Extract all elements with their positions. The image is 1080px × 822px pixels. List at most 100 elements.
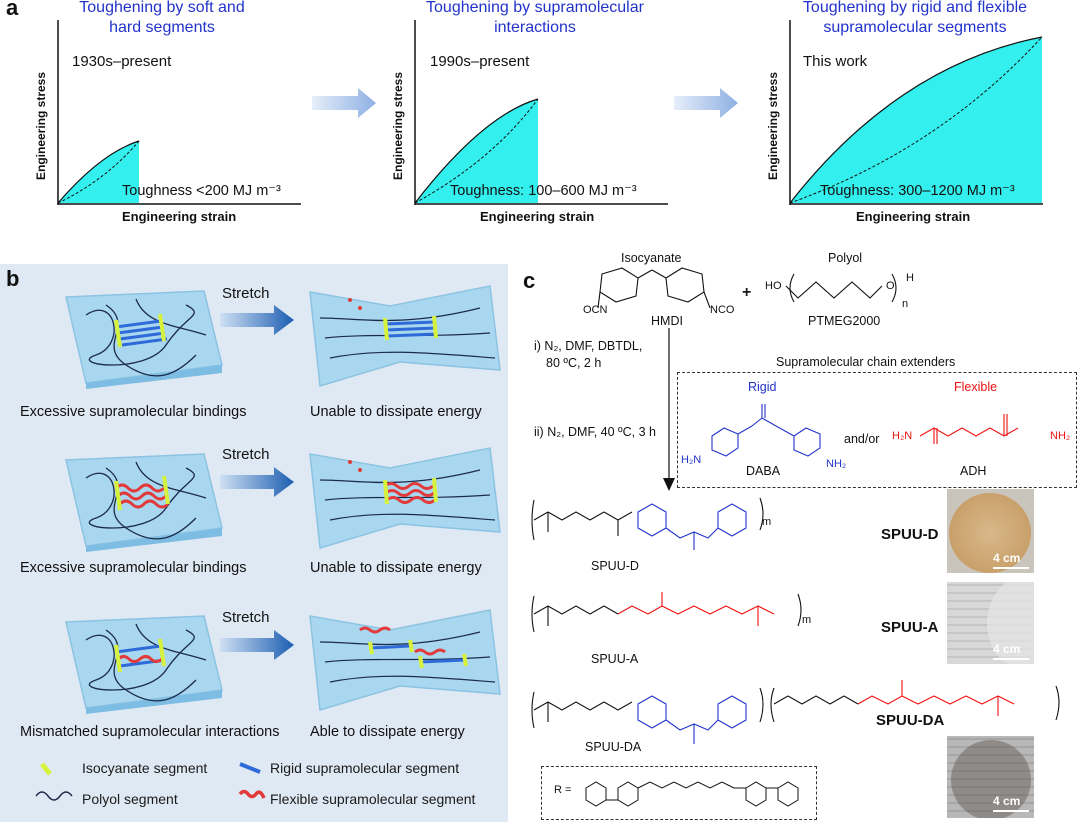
panel-a-arrow-2	[674, 88, 738, 118]
r-group-box	[541, 766, 817, 820]
chart2-ylabel: Engineering stress	[391, 71, 405, 180]
panel-b-letter: b	[6, 266, 20, 291]
daba-structure	[711, 404, 821, 457]
ptmeg-n-label: n	[902, 298, 909, 310]
reaction-arrow	[663, 328, 675, 491]
ptmeg-label: PTMEG2000	[808, 314, 881, 328]
adh-h2n-label: H₂N	[892, 430, 913, 442]
chart1-dashed-curve	[57, 140, 140, 204]
chart1-curve	[57, 140, 140, 204]
b-row2-stretch-arrow	[220, 467, 294, 497]
spuu-d-photo-label: SPUU-D	[881, 526, 939, 543]
chart1-title: Toughening by soft and hard segments	[79, 0, 245, 36]
spuu-da-structure	[531, 680, 1060, 744]
spuu-da-photo: 4 cm	[947, 736, 1034, 818]
b-row2-stretched-film	[309, 447, 501, 549]
b-row1-right-caption: Unable to dissipate energy	[310, 404, 482, 420]
chart3-curve	[789, 36, 1043, 204]
spuu-d-structure	[531, 497, 764, 550]
spuu-da-product-label: SPUU-DA	[585, 740, 642, 754]
chart2-xlabel: Engineering strain	[480, 209, 595, 224]
ptmeg-o-label: O	[886, 280, 895, 292]
legend-flexible: Flexible supramolecular segment	[270, 791, 476, 807]
polyol-legend-swatch	[35, 791, 73, 801]
b-row3-stretched-film	[309, 609, 501, 711]
chart3-xlabel: Engineering strain	[856, 209, 971, 224]
spuu-da-scale-bar: 4 cm	[993, 794, 1021, 808]
step1-line2: 80 ºC, 2 h	[546, 356, 602, 370]
legend-polyol: Polyol segment	[82, 791, 178, 807]
spuu-d-m-sub: m	[762, 516, 772, 528]
isocyanate-legend-swatch	[40, 762, 52, 776]
chart2-era: 1990s–present	[430, 53, 530, 70]
ho-label: HO	[765, 280, 782, 292]
b-row2-left-caption: Excessive supramolecular bindings	[20, 560, 247, 576]
chain-extender-box	[677, 372, 1077, 488]
chart3-toughness-area	[790, 37, 1042, 203]
chart1-ylabel: Engineering stress	[34, 71, 48, 180]
legend-isocyanate: Isocyanate segment	[82, 760, 208, 776]
chart2-plot	[414, 20, 668, 205]
panel-c-letter: c	[523, 268, 536, 293]
flexible-label: Flexible	[954, 380, 998, 394]
b-row3-stretch-label: Stretch	[222, 609, 270, 626]
step2-label: ii) N₂, DMF, 40 ºC, 3 h	[534, 425, 656, 439]
ocn-label: OCN	[583, 304, 608, 316]
chart2-dashed-curve	[414, 98, 539, 204]
chart3-ylabel: Engineering stress	[766, 71, 780, 180]
b-row1-stretched-film	[309, 285, 501, 387]
chart1-toughness: Toughness <200 MJ m⁻³	[122, 183, 281, 199]
spuu-a-scale-bar: 4 cm	[993, 642, 1021, 656]
isocyanate-label: Isocyanate	[621, 251, 682, 265]
and-or-label: and/or	[844, 432, 880, 446]
flexible-legend-swatch	[238, 789, 266, 799]
chart2-title: Toughening by supramolecular interaction…	[426, 0, 644, 36]
b-row1-stretch-arrow	[220, 305, 294, 335]
panel-a-letter: a	[6, 0, 19, 20]
hmdi-structure	[597, 267, 711, 309]
b-row3-stretch-arrow	[220, 630, 294, 660]
spuu-da-photo-label: SPUU-DA	[876, 712, 945, 729]
hmdi-label: HMDI	[651, 314, 683, 328]
adh-label: ADH	[960, 464, 987, 478]
chart1-xlabel: Engineering strain	[122, 209, 237, 224]
nco-label: NCO	[710, 304, 735, 316]
chart2-toughness: Toughness: 100–600 MJ m⁻³	[450, 183, 637, 199]
rigid-legend-swatch	[239, 762, 261, 774]
legend-rigid: Rigid supramolecular segment	[270, 760, 460, 776]
r-group-structure	[585, 781, 799, 807]
daba-nh2-label: NH₂	[826, 458, 847, 470]
panel-a-arrow-1	[312, 88, 376, 118]
chart3-toughness: Toughness: 300–1200 MJ m⁻³	[820, 183, 1015, 199]
b-row3-right-caption: Able to dissipate energy	[310, 724, 465, 740]
b-row3-unstretched-film	[65, 615, 223, 714]
spuu-d-scale-bar: 4 cm	[993, 551, 1021, 565]
spuu-a-m-sub: m	[802, 614, 812, 626]
spuu-a-product-label: SPUU-A	[591, 652, 639, 666]
b-row2-unstretched-film	[65, 453, 223, 552]
polyol-label: Polyol	[828, 251, 863, 265]
plus-sign: +	[742, 284, 752, 301]
r-group-label: R =	[554, 784, 572, 796]
rigid-label: Rigid	[748, 380, 777, 394]
spuu-d-product-label: SPUU-D	[591, 559, 639, 573]
ptmeg-structure	[785, 273, 897, 303]
b-row3-left-caption: Mismatched supramolecular interactions	[20, 724, 280, 740]
chart1-plot	[57, 20, 301, 205]
b-row1-unstretched-film	[65, 290, 223, 389]
chart1-toughness-area	[58, 141, 139, 203]
chart3-title: Toughening by rigid and flexible supramo…	[802, 0, 1028, 36]
chart3-era: This work	[803, 53, 868, 70]
spuu-a-photo-label: SPUU-A	[881, 619, 939, 636]
spuu-a-structure	[531, 592, 802, 633]
spuu-a-photo: 4 cm	[947, 582, 1034, 664]
daba-label: DABA	[746, 464, 781, 478]
adh-structure	[919, 414, 1019, 444]
chart2-curve	[414, 98, 539, 204]
b-row1-stretch-label: Stretch	[222, 285, 270, 302]
spuu-d-photo: 4 cm	[947, 489, 1034, 573]
chart1-era: 1930s–present	[72, 53, 172, 70]
chain-extender-title: Supramolecular chain extenders	[776, 355, 956, 369]
chart3-plot	[789, 20, 1043, 205]
step1-line1: i) N₂, DMF, DBTDL,	[534, 339, 643, 353]
